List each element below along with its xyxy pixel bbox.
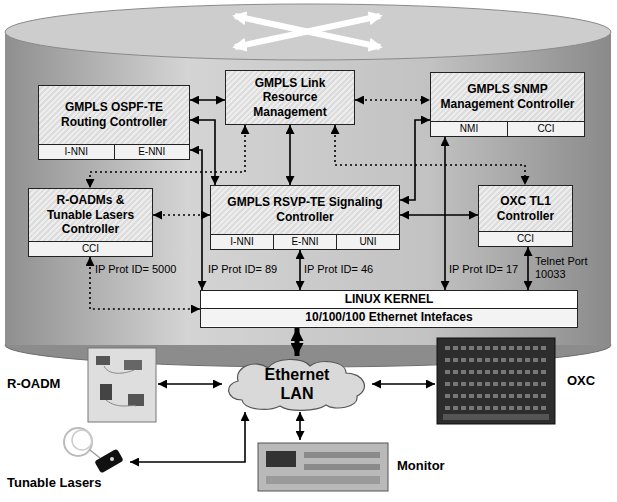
box-title: R-OADMs & Tunable Lasers Controller <box>34 193 147 237</box>
device-node: OXC <box>435 335 612 430</box>
device-label: Tunable Lasers <box>7 475 101 491</box>
box-title-area: GMPLS SNMP Management Controller <box>431 73 584 121</box>
monitor-panel <box>304 464 380 470</box>
fiber-lead <box>90 450 100 458</box>
box-title-area: GMPLS OSPF-TE Routing Controller <box>39 86 189 144</box>
protocol-label: IP Prot ID= 17 <box>449 263 518 276</box>
box-title: GMPLS OSPF-TE Routing Controller <box>44 100 184 129</box>
box-title-area: R-OADMs & Tunable Lasers Controller <box>29 189 152 241</box>
connector <box>90 257 200 309</box>
protocol-label: IP Prot ID= 5000 <box>95 263 176 276</box>
device-label: R-OADM <box>7 376 60 392</box>
interface-strip: CCI <box>479 231 572 246</box>
interface-strip: I-NNIE-NNI <box>39 144 189 159</box>
router-arrow <box>235 16 380 47</box>
cloud-label: Ethernet LAN <box>252 365 342 403</box>
box-title-area: OXC TL1 Controller <box>479 186 572 231</box>
interface-cell: CCI <box>479 232 572 246</box>
connector <box>190 99 225 101</box>
cylinder-body <box>5 32 611 345</box>
monitor-picture <box>258 443 388 491</box>
connector <box>400 214 478 216</box>
protocol-label: Telnet Port 10033 <box>535 255 603 281</box>
box-title: GMPLS SNMP Management Controller <box>436 82 579 111</box>
controller-box: R-OADMs & Tunable Lasers ControllerCCI <box>28 188 153 257</box>
cloud-shape <box>229 359 365 410</box>
kernel-row: LINUX KERNEL <box>201 291 577 308</box>
monitor-panel <box>266 476 380 484</box>
roadm-picture <box>88 348 156 422</box>
connector <box>400 120 430 200</box>
device-label: Monitor <box>397 458 445 474</box>
interface-strip: I-NNIE-NNIUNI <box>211 234 399 249</box>
connector <box>289 125 291 185</box>
device-label: OXC <box>567 373 595 389</box>
oxc-ports <box>445 348 548 408</box>
interface-cell: CCI <box>507 122 584 136</box>
laser-led <box>110 457 114 461</box>
interface-cell: NMI <box>431 122 507 136</box>
controller-box: GMPLS Link Resource Management <box>225 70 355 125</box>
monitor-panel <box>304 452 380 458</box>
fiber-coil <box>72 430 92 450</box>
router-arrow <box>235 16 380 47</box>
monitor-chassis <box>258 443 388 491</box>
interface-cell: E-NNI <box>114 145 190 159</box>
oxc-base <box>443 414 549 420</box>
controller-box: GMPLS OSPF-TE Routing ControllerI-NNIE-N… <box>38 85 190 160</box>
connector <box>299 412 301 440</box>
cylinder-top <box>5 4 611 60</box>
connector <box>444 137 446 290</box>
box-title: GMPLS RSVP-TE Signaling Controller <box>216 195 394 224</box>
network-cloud: Ethernet LAN <box>222 356 372 412</box>
oxc-picture <box>437 338 555 424</box>
interface-strip: NMICCI <box>431 121 584 136</box>
cloud-outline <box>222 356 372 412</box>
device-node: Monitor <box>255 440 460 497</box>
interface-cell: I-NNI <box>211 235 273 249</box>
connector <box>158 383 222 385</box>
protocol-label: IP Prot ID= 46 <box>304 263 373 276</box>
interface-cell: UNI <box>336 235 399 249</box>
connector <box>299 250 301 290</box>
roadm-part <box>96 356 110 365</box>
interface-cell: E-NNI <box>273 235 336 249</box>
connector <box>190 150 202 290</box>
connector <box>130 412 245 462</box>
interface-strip: CCI <box>29 241 152 256</box>
roadm-board <box>88 348 156 422</box>
monitor-screen <box>266 451 296 467</box>
box-title: GMPLS Link Resource Management <box>231 76 349 120</box>
oxc-chassis <box>437 338 555 424</box>
device-node: Tunable Lasers <box>5 425 130 495</box>
box-title-area: GMPLS Link Resource Management <box>226 71 354 124</box>
roadm-part <box>128 394 144 406</box>
connector <box>355 99 430 101</box>
interface-cell: CCI <box>29 242 152 256</box>
box-title-area: GMPLS RSVP-TE Signaling Controller <box>211 186 399 234</box>
controller-box: GMPLS SNMP Management ControllerNMICCI <box>430 72 585 137</box>
laser-picture <box>64 428 124 474</box>
device-node: R-OADM <box>5 345 158 425</box>
kernel-box: LINUX KERNEL10/100/100 Ethernet Inteface… <box>200 290 578 328</box>
roadm-part <box>124 360 142 370</box>
connector <box>295 328 300 356</box>
kernel-row: 10/100/100 Ethernet Intefaces <box>201 308 577 326</box>
box-title: OXC TL1 Controller <box>484 194 567 223</box>
connector <box>372 383 435 385</box>
interface-cell: I-NNI <box>39 145 114 159</box>
controller-box: OXC TL1 ControllerCCI <box>478 185 573 247</box>
roadm-fiber <box>104 366 136 406</box>
protocol-label: IP Prot ID= 89 <box>208 263 277 276</box>
connector <box>527 247 529 290</box>
fiber-coil <box>64 428 92 456</box>
roadm-part <box>100 384 112 400</box>
laser-module <box>94 448 124 473</box>
controller-box: GMPLS RSVP-TE Signaling ControllerI-NNIE… <box>210 185 400 250</box>
